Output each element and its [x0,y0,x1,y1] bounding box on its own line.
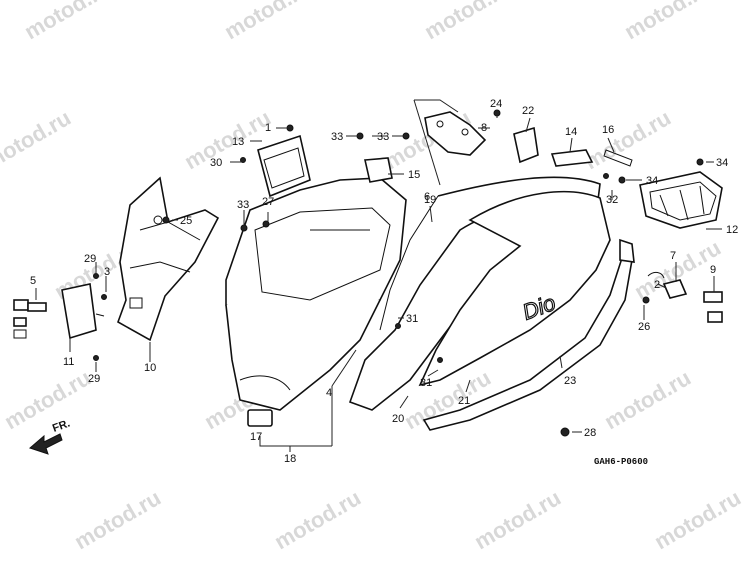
part-grab-rail [619,171,723,263]
callout: 18 [284,453,296,465]
callout: 33 [237,199,249,211]
part-lock-cover [662,279,688,299]
callout: 24 [490,98,502,110]
callout: 30 [210,157,222,169]
callout: 15 [408,169,420,181]
part-pad [247,409,273,427]
callout: 29 [84,253,96,265]
callout: 22 [522,105,534,117]
callout: 12 [726,224,738,236]
callout: 14 [565,126,577,138]
watermark: motod.ru [20,0,115,44]
part-block [513,126,539,164]
callout: 13 [232,136,244,148]
callout: 10 [144,362,156,374]
watermark: motod.ru [180,105,275,174]
watermark: motod.ru [580,105,675,174]
callout: 34 [716,157,728,169]
callout: 28 [584,427,596,439]
part-key [703,291,723,323]
callout: 11 [63,356,74,368]
watermark: motod.ru [620,0,715,44]
callout: 7 [670,250,676,262]
part-glove-box [257,134,311,198]
callout: 20 [392,413,404,425]
part-front-cover [117,176,220,342]
watermark: motod.ru [70,485,165,554]
front-arrow-label: FR. [51,417,72,434]
callout: 25 [180,215,192,227]
reference-code: GAH6-P0600 [594,457,648,467]
callout: 5 [30,275,36,287]
callout: 8 [481,122,487,134]
callout: 34 [646,175,658,187]
watermark: motod.ru [470,485,565,554]
watermark: motod.ru [270,485,365,554]
callout: 16 [602,124,614,136]
front-arrow: FR. [29,417,72,455]
watermark: motod.ru [220,0,315,44]
part-latch [424,111,487,156]
part-lock [13,299,47,339]
callout: 2 [654,279,660,291]
callout: 33 [331,131,343,143]
callout: 6 [424,191,430,203]
callout: 31 [420,377,432,389]
watermark: motod.ru [600,365,695,434]
callout: 31 [406,313,418,325]
callout: 19 [424,194,436,206]
callout: 21 [458,395,470,407]
watermark: motod.ru [420,0,515,44]
callout: 9 [710,264,716,276]
callout: 1 [265,122,271,134]
callout: 32 [606,194,618,206]
callout: 3 [104,266,110,278]
callout: 27 [262,196,274,208]
leader-lines [35,99,722,452]
callout: 17 [250,431,262,443]
watermark: motod.ru [650,485,745,554]
callout: 4 [326,387,332,399]
callout: 29 [88,373,100,385]
callout: 33 [377,131,389,143]
part-pad-14 [550,149,594,167]
watermark: motod.ru [0,105,75,174]
watermark: motod.ru [0,365,95,434]
part-hook [364,157,393,183]
callouts: 1 2 3 4 5 6 7 8 9 10 11 12 13 14 15 16 1… [30,98,738,465]
callout: 26 [638,321,650,333]
part-clip-2 [647,271,665,279]
part-lid [61,283,105,340]
part-luggage-box [225,177,407,411]
part-bracket-16 [603,149,633,167]
callout: 23 [564,375,576,387]
fasteners [93,109,704,437]
